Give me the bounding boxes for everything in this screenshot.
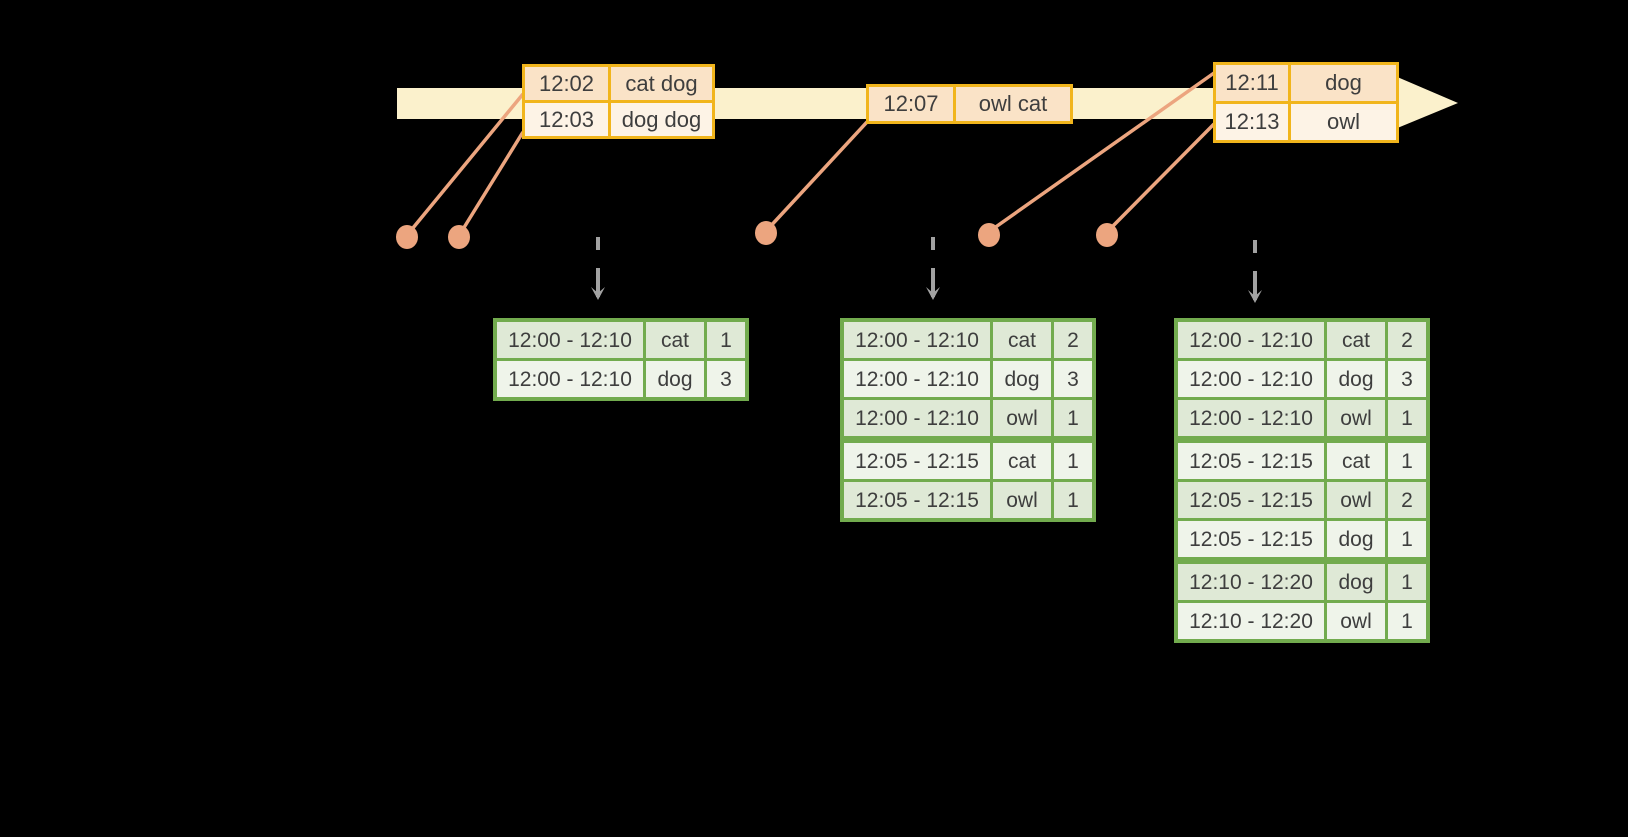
event-dot-icon: [396, 225, 418, 249]
event-connector-line: [988, 71, 1216, 233]
cell-words: owl cat: [956, 87, 1070, 121]
cell-key: dog: [1327, 521, 1385, 557]
event-dot-icon: [755, 221, 777, 245]
cell-window: 12:00 - 12:10: [497, 361, 643, 397]
cell-count: 1: [1054, 400, 1092, 436]
cell-key: cat: [1327, 322, 1385, 358]
cell-count: 1: [1388, 400, 1426, 436]
cell-key: cat: [993, 322, 1051, 358]
event-connector-line: [406, 92, 525, 236]
cell-count: 1: [1388, 564, 1426, 600]
cell-count: 2: [1388, 322, 1426, 358]
cell-words: dog dog: [611, 103, 712, 136]
cell-window: 12:00 - 12:10: [844, 322, 990, 358]
event-dot-icon: [978, 223, 1000, 247]
cell-window: 12:00 - 12:10: [1178, 400, 1324, 436]
event-dot-icon: [1096, 223, 1118, 247]
cell-words: dog: [1291, 65, 1396, 101]
cell-window: 12:05 - 12:15: [844, 482, 990, 518]
cell-count: 2: [1388, 482, 1426, 518]
event-dot-icon: [448, 225, 470, 249]
event-connector-line: [458, 131, 525, 235]
cell-count: 1: [1388, 603, 1426, 639]
cell-key: owl: [1327, 482, 1385, 518]
cell-words: owl: [1291, 104, 1396, 140]
cell-key: dog: [1327, 361, 1385, 397]
cell-window: 12:00 - 12:10: [1178, 361, 1324, 397]
cell-time: 12:11: [1216, 65, 1288, 101]
cell-count: 3: [707, 361, 745, 397]
cell-window: 12:05 - 12:15: [1178, 521, 1324, 557]
cell-count: 1: [707, 322, 745, 358]
cell-count: 2: [1054, 322, 1092, 358]
cell-key: cat: [993, 443, 1051, 479]
cell-count: 3: [1388, 361, 1426, 397]
cell-window: 12:00 - 12:10: [497, 322, 643, 358]
cell-window: 12:05 - 12:15: [1178, 443, 1324, 479]
cell-key: cat: [1327, 443, 1385, 479]
cell-window: 12:00 - 12:10: [844, 400, 990, 436]
cell-window: 12:00 - 12:10: [844, 361, 990, 397]
cell-time: 12:02: [525, 67, 608, 100]
cell-key: owl: [1327, 400, 1385, 436]
cell-count: 1: [1388, 521, 1426, 557]
cell-window: 12:05 - 12:15: [844, 443, 990, 479]
cell-key: dog: [1327, 564, 1385, 600]
cell-key: dog: [646, 361, 704, 397]
timeline-arrowhead-icon: [1395, 76, 1458, 129]
cell-count: 1: [1054, 482, 1092, 518]
cell-count: 1: [1388, 443, 1426, 479]
cell-key: dog: [993, 361, 1051, 397]
event-connector-line: [1106, 122, 1216, 233]
cell-key: cat: [646, 322, 704, 358]
cell-words: cat dog: [611, 67, 712, 100]
cell-count: 3: [1054, 361, 1092, 397]
cell-time: 12:07: [869, 87, 953, 121]
cell-window: 12:05 - 12:15: [1178, 482, 1324, 518]
cell-key: owl: [993, 400, 1051, 436]
cell-time: 12:03: [525, 103, 608, 136]
cell-count: 1: [1054, 443, 1092, 479]
cell-key: owl: [1327, 603, 1385, 639]
cell-window: 12:10 - 12:20: [1178, 603, 1324, 639]
cell-window: 12:10 - 12:20: [1178, 564, 1324, 600]
cell-time: 12:13: [1216, 104, 1288, 140]
cell-window: 12:00 - 12:10: [1178, 322, 1324, 358]
event-connector-line: [765, 120, 869, 232]
cell-key: owl: [993, 482, 1051, 518]
